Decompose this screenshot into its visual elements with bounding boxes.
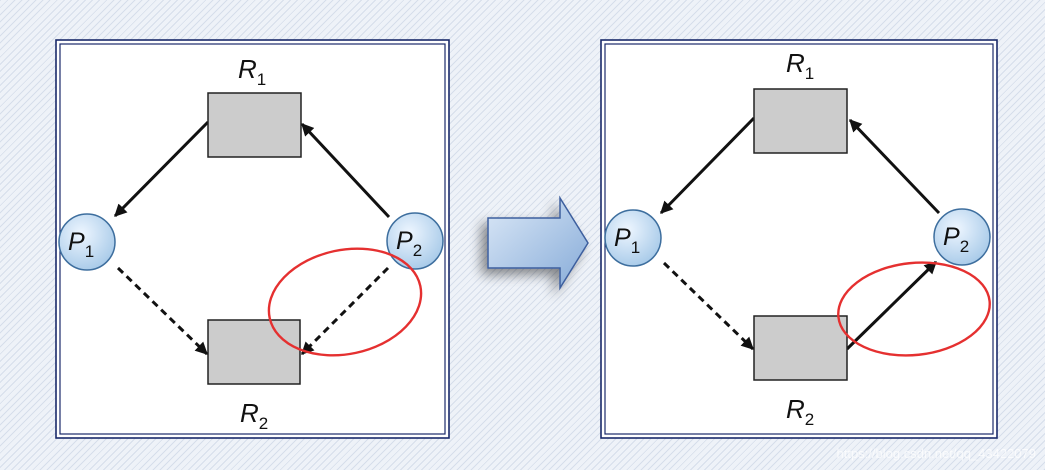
transition-arrow [487,195,589,291]
left-edge-p2-to-r1 [300,122,391,219]
right-highlight-ellipse [837,261,991,357]
right-resource-r1 [753,88,848,154]
left-edge-r1-to-p1 [113,120,210,218]
left-highlight-ellipse [267,247,423,357]
left-label-r2: R2 [240,398,268,433]
right-edge-r1-to-p1 [659,116,756,215]
left-resource-r1 [207,92,302,158]
left-resource-r2 [207,319,301,385]
right-process-p1 [604,209,662,267]
right-process-p2 [933,208,991,266]
right-resource-r2 [753,315,848,381]
left-process-p2 [386,212,444,270]
right-label-r1: R1 [786,48,814,83]
right-label-r2: R2 [786,394,814,429]
right-edge-p2-to-r1 [848,118,941,215]
right-label-p1: P1 [614,224,640,257]
transition-arrow-shape [487,195,589,291]
right-label-p2: P2 [943,223,969,256]
right-panel: R1 R2 P1 P2 [600,39,998,439]
left-edge-p2-to-r2-dashed [300,266,390,356]
watermark-text: https://blog.csdn.net/qq_43422079 [837,446,1037,461]
left-label-r1: R1 [238,54,266,89]
left-process-p1 [58,213,116,271]
left-edge-p1-to-r2-dashed [116,266,209,356]
right-edge-p1-to-r2-dashed [662,261,755,351]
left-label-p2: P2 [396,227,422,260]
left-panel: R1 R2 P1 P2 [55,39,450,439]
left-label-p1: P1 [68,228,94,261]
right-edge-r2-to-p2 [845,260,938,351]
